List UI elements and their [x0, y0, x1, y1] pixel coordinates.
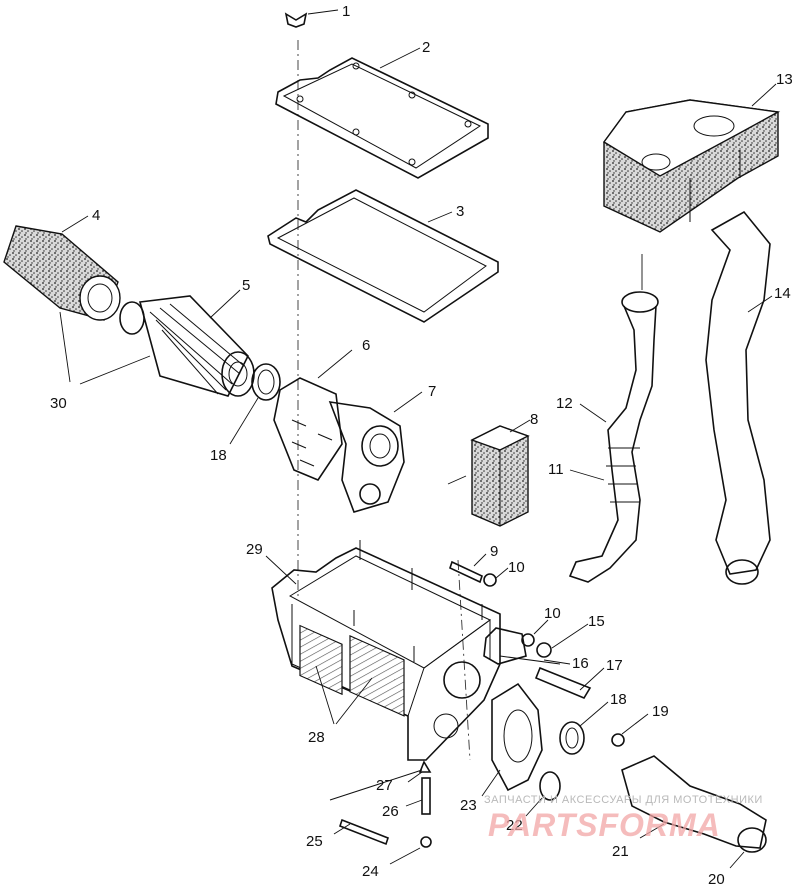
- callout-29: 29: [246, 541, 263, 558]
- callout-14: 14: [774, 285, 791, 302]
- callout-23: 23: [460, 797, 477, 814]
- callout-6: 6: [362, 337, 370, 354]
- callout-16: 16: [572, 655, 589, 672]
- callout-1: 1: [342, 3, 350, 20]
- intake-duct: [568, 254, 659, 583]
- callout-17: 17: [606, 657, 623, 674]
- callout-10-lower: 10: [544, 605, 561, 622]
- callout-18-right: 18: [610, 691, 627, 708]
- intake-adapter: [328, 391, 423, 513]
- callout-11: 11: [548, 461, 564, 478]
- drain-hardware: [329, 760, 432, 865]
- callout-26: 26: [382, 803, 399, 820]
- callout-20: 20: [708, 871, 725, 887]
- wing-nut: [284, 9, 339, 28]
- leader-30: [59, 311, 151, 385]
- callout-15: 15: [588, 613, 605, 630]
- o-ring-right: [559, 701, 609, 755]
- callout-13: 13: [776, 71, 793, 88]
- callout-2: 2: [422, 39, 430, 56]
- callout-25: 25: [306, 833, 323, 850]
- callout-3: 3: [456, 203, 464, 220]
- callout-12: 12: [556, 395, 573, 412]
- duct-gasket: [481, 682, 543, 797]
- callout-30: 30: [50, 395, 67, 412]
- callout-27: 27: [376, 777, 393, 794]
- lower-fittings: [483, 619, 605, 700]
- foam-block: [447, 419, 531, 527]
- pleated-filter: [119, 289, 255, 397]
- callout-21: 21: [612, 843, 629, 860]
- nut-10-upper: [483, 567, 509, 587]
- hose-clamp: [525, 771, 561, 817]
- watermark-tagline: ЗАПЧАСТИ И АКСЕССУАРЫ ДЛЯ МОТОТЕХНИКИ: [484, 794, 763, 806]
- callout-9: 9: [490, 543, 498, 560]
- callout-19: 19: [652, 703, 669, 720]
- callout-18-left: 18: [210, 447, 227, 464]
- watermark-brand: PARTSFORMA: [488, 807, 721, 843]
- callout-24: 24: [362, 863, 379, 880]
- callout-22: 22: [506, 817, 523, 834]
- callout-28: 28: [308, 729, 325, 746]
- callout-4: 4: [92, 207, 100, 224]
- outlet-duct: [621, 755, 767, 869]
- centerline-lower: [457, 559, 471, 761]
- foam-sleeve: [3, 215, 121, 321]
- callout-7: 7: [428, 383, 436, 400]
- airbox-cover: [275, 47, 489, 179]
- long-intake-tube: [705, 210, 773, 585]
- o-ring-left: [229, 363, 281, 445]
- callout-5: 5: [242, 277, 250, 294]
- callout-8: 8: [530, 411, 538, 428]
- airbox-base: [265, 540, 501, 761]
- flange-plate: [273, 349, 353, 481]
- callout-10-upper: 10: [508, 559, 525, 576]
- cover-gasket: [267, 189, 499, 323]
- plug-19: [611, 713, 649, 747]
- bolt-9: [449, 553, 487, 584]
- foam-silencer: [602, 83, 781, 233]
